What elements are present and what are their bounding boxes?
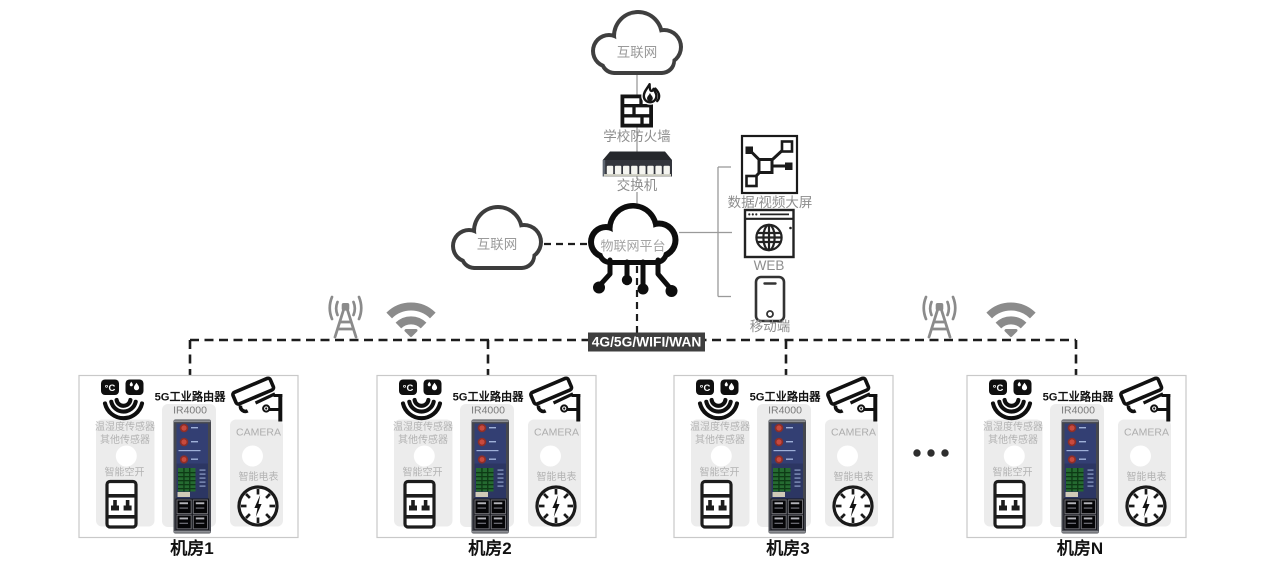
svg-text:机房3: 机房3 <box>766 538 809 558</box>
svg-text:机房1: 机房1 <box>170 538 213 558</box>
svg-text:移动端: 移动端 <box>750 319 791 334</box>
svg-text:互联网: 互联网 <box>477 237 518 252</box>
svg-text:互联网: 互联网 <box>617 45 658 60</box>
svg-text:WEB: WEB <box>754 258 785 273</box>
svg-text:机房2: 机房2 <box>468 538 511 558</box>
svg-text:交换机: 交换机 <box>617 177 658 193</box>
svg-text:学校防火墙: 学校防火墙 <box>603 128 671 144</box>
svg-text:机房N: 机房N <box>1057 538 1103 558</box>
svg-text:4G/5G/WIFI/WAN: 4G/5G/WIFI/WAN <box>592 335 702 350</box>
svg-text:物联网平台: 物联网平台 <box>600 239 665 254</box>
svg-text:数据/视频大屏: 数据/视频大屏 <box>728 195 813 210</box>
